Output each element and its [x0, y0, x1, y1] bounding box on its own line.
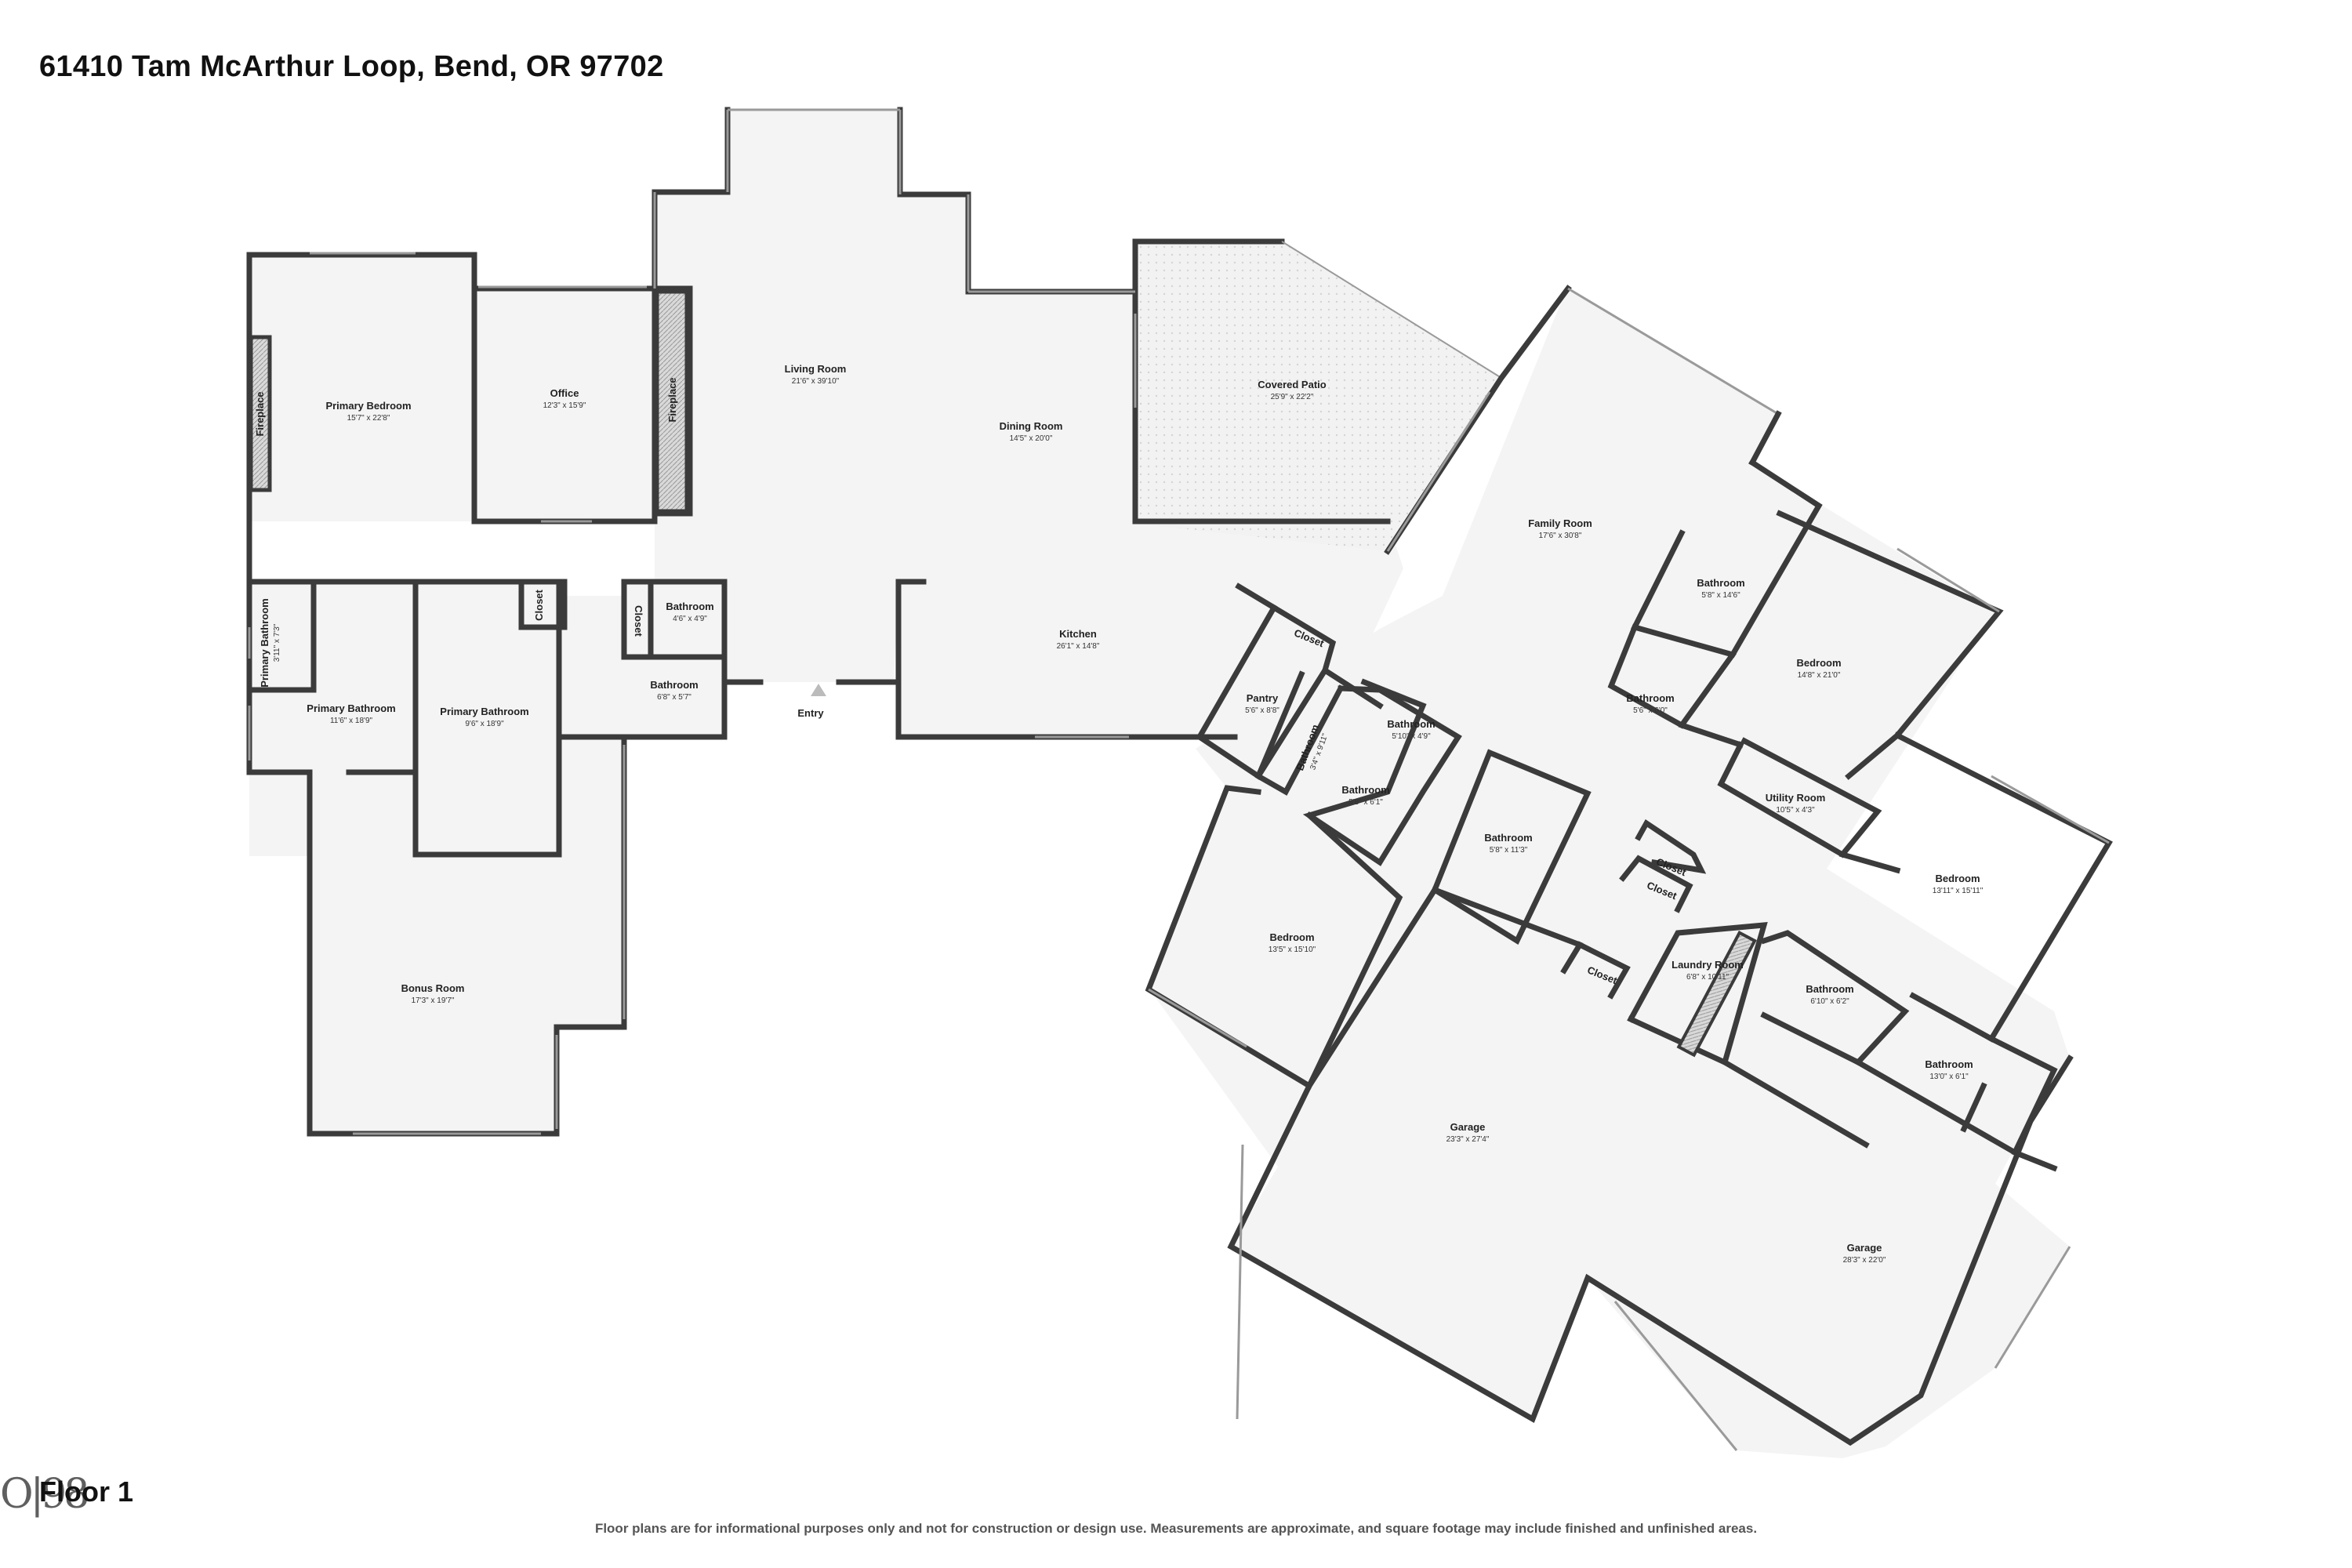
closet-label-2: Closet	[633, 605, 644, 637]
room-name: Bathroom	[1626, 692, 1674, 704]
room-name: Kitchen	[1059, 628, 1097, 640]
room-label-garage: Garage 28'3" x 22'0"	[1843, 1242, 1886, 1265]
room-dimensions: 6'8" x 5'7"	[657, 693, 691, 702]
room-name: Primary Bathroom	[259, 598, 270, 687]
room-label-kitchen: Kitchen 26'1" x 14'8"	[1057, 628, 1100, 651]
room-label-laundry-room: Laundry Room 6'8" x 10'11"	[1671, 959, 1744, 982]
room-name: Bathroom	[1341, 784, 1389, 796]
windows	[248, 108, 2110, 1451]
room-name: Primary Bedroom	[325, 400, 411, 412]
property-address: 61410 Tam McArthur Loop, Bend, OR 97702	[39, 50, 664, 83]
room-label-family-room: Family Room 17'6" x 30'8"	[1528, 517, 1592, 540]
room-dimensions: 5'8" x 6'1"	[1348, 798, 1383, 807]
room-name: Bathroom	[1806, 983, 1853, 995]
room-label-bathroom: Bathroom 6'8" x 5'7"	[650, 679, 698, 702]
room-name: Pantry	[1247, 692, 1279, 704]
room-label-primary-bedroom: Primary Bedroom 15'7" x 22'8"	[325, 400, 411, 423]
room-name: Utility Room	[1766, 792, 1826, 804]
floor-fills	[249, 110, 2070, 1458]
room-dimensions: 12'3" x 15'9"	[543, 401, 586, 410]
room-label-dining-room: Dining Room 14'5" x 20'0"	[1000, 420, 1063, 443]
room-dimensions: 5'8" x 11'3"	[1490, 846, 1528, 855]
room-dimensions: 9'6" x 18'9"	[465, 720, 504, 728]
room-name: Bathroom	[1925, 1058, 1973, 1070]
disclaimer: Floor plans are for informational purpos…	[594, 1521, 1758, 1536]
room-name: Primary Bathroom	[307, 702, 395, 714]
room-dimensions: 5'10" x 4'9"	[1392, 732, 1431, 741]
room-dimensions: 21'6" x 39'10"	[792, 377, 840, 386]
room-name: Bedroom	[1935, 873, 1980, 884]
room-name: Bathroom	[650, 679, 698, 691]
room-label-bathroom: Bathroom 5'8" x 11'3"	[1484, 832, 1532, 855]
room-label-bedroom: Bedroom 14'8" x 21'0"	[1796, 657, 1841, 680]
room-label-bathroom: Bathroom 5'8" x 14'6"	[1697, 577, 1744, 600]
room-name: Office	[550, 387, 579, 399]
room-label-garage: Garage 23'3" x 27'4"	[1446, 1121, 1490, 1144]
room-labels: Primary Bedroom 15'7" x 22'8" Office 12'3" …	[259, 363, 1984, 1265]
room-dimensions: 4'6" x 4'9"	[673, 615, 707, 623]
room-label-bathroom: Bathroom 5'8" x 6'1"	[1341, 784, 1389, 807]
room-dimensions: 17'6" x 30'8"	[1539, 532, 1582, 540]
room-label-pantry: Pantry 5'6" x 8'8"	[1245, 692, 1279, 715]
entry-label: Entry	[797, 707, 824, 719]
room-name: Bedroom	[1796, 657, 1841, 669]
room-name: Bathroom	[1697, 577, 1744, 589]
room-label-bathroom: Bathroom 4'6" x 4'9"	[666, 601, 713, 623]
closet-label-1: Closet	[533, 589, 545, 620]
room-dimensions: 11'6" x 18'9"	[330, 717, 373, 725]
entry-arrow-icon	[811, 684, 826, 696]
room-name: Garage	[1450, 1121, 1486, 1133]
room-label-living-room: Living Room 21'6" x 39'10"	[785, 363, 847, 386]
room-name: Primary Bathroom	[440, 706, 528, 717]
room-label-primary-bathroom: Primary Bathroom 11'6" x 18'9"	[307, 702, 395, 725]
room-dimensions: 17'3" x 19'7"	[412, 996, 455, 1005]
room-dimensions: 14'5" x 20'0"	[1010, 434, 1053, 443]
room-name: Bedroom	[1269, 931, 1314, 943]
room-dimensions: 26'1" x 14'8"	[1057, 642, 1100, 651]
fireplace-label-primary: Fireplace	[254, 391, 266, 436]
room-label-primary-bathroom: Primary Bathroom 9'6" x 18'9"	[440, 706, 528, 728]
room-dimensions: 14'8" x 21'0"	[1798, 671, 1841, 680]
room-label-bathroom: Bathroom 13'0" x 6'1"	[1925, 1058, 1973, 1081]
room-dimensions: 5'6" x 6'0"	[1633, 706, 1668, 715]
room-label-covered-patio: Covered Patio 25'9" x 22'2"	[1258, 379, 1326, 401]
room-dimensions: 15'7" x 22'8"	[347, 414, 390, 423]
room-label-bonus-room: Bonus Room 17'3" x 19'7"	[401, 982, 465, 1005]
room-name: Living Room	[785, 363, 847, 375]
room-dimensions: 13'11" x 15'11"	[1933, 887, 1984, 895]
room-dimensions: 23'3" x 27'4"	[1446, 1135, 1490, 1144]
room-name: Garage	[1847, 1242, 1882, 1254]
room-name: Family Room	[1528, 517, 1592, 529]
room-dimensions: 28'3" x 22'0"	[1843, 1256, 1886, 1265]
room-dimensions: 5'8" x 14'6"	[1701, 591, 1740, 600]
room-dimensions: 3'11" x 7'3"	[273, 623, 281, 662]
room-label-office: Office 12'3" x 15'9"	[543, 387, 586, 410]
room-dimensions: 5'6" x 8'8"	[1245, 706, 1279, 715]
room-dimensions: 6'10" x 6'2"	[1810, 997, 1849, 1006]
fireplace-label-office: Fireplace	[666, 377, 678, 422]
room-label-bedroom: Bedroom 13'11" x 15'11"	[1933, 873, 1984, 895]
room-label-bedroom: Bedroom 13'5" x 15'10"	[1269, 931, 1316, 954]
room-dimensions: 13'5" x 15'10"	[1269, 946, 1316, 954]
room-dimensions: 10'5" x 4'3"	[1776, 806, 1815, 815]
room-name: Dining Room	[1000, 420, 1063, 432]
brand-logo: O|98	[0, 1471, 89, 1518]
room-name: Bathroom	[1484, 832, 1532, 844]
room-dimensions: 13'0" x 6'1"	[1929, 1073, 1969, 1081]
room-name: Bathroom	[1387, 718, 1435, 730]
floor-label: Floor 1	[39, 1475, 134, 1508]
room-name: Bonus Room	[401, 982, 465, 994]
room-name: Covered Patio	[1258, 379, 1326, 390]
room-dimensions: 25'9" x 22'2"	[1271, 393, 1314, 401]
room-name: Bathroom	[666, 601, 713, 612]
room-label-bathroom: Bathroom 6'10" x 6'2"	[1806, 983, 1853, 1006]
room-dimensions: 6'8" x 10'11"	[1686, 973, 1730, 982]
room-name: Laundry Room	[1671, 959, 1744, 971]
room-label-bathroom: Bathroom 5'6" x 6'0"	[1626, 692, 1674, 715]
room-label-utility-room: Utility Room 10'5" x 4'3"	[1766, 792, 1826, 815]
room-label-bathroom: Bathroom 5'10" x 4'9"	[1387, 718, 1435, 741]
